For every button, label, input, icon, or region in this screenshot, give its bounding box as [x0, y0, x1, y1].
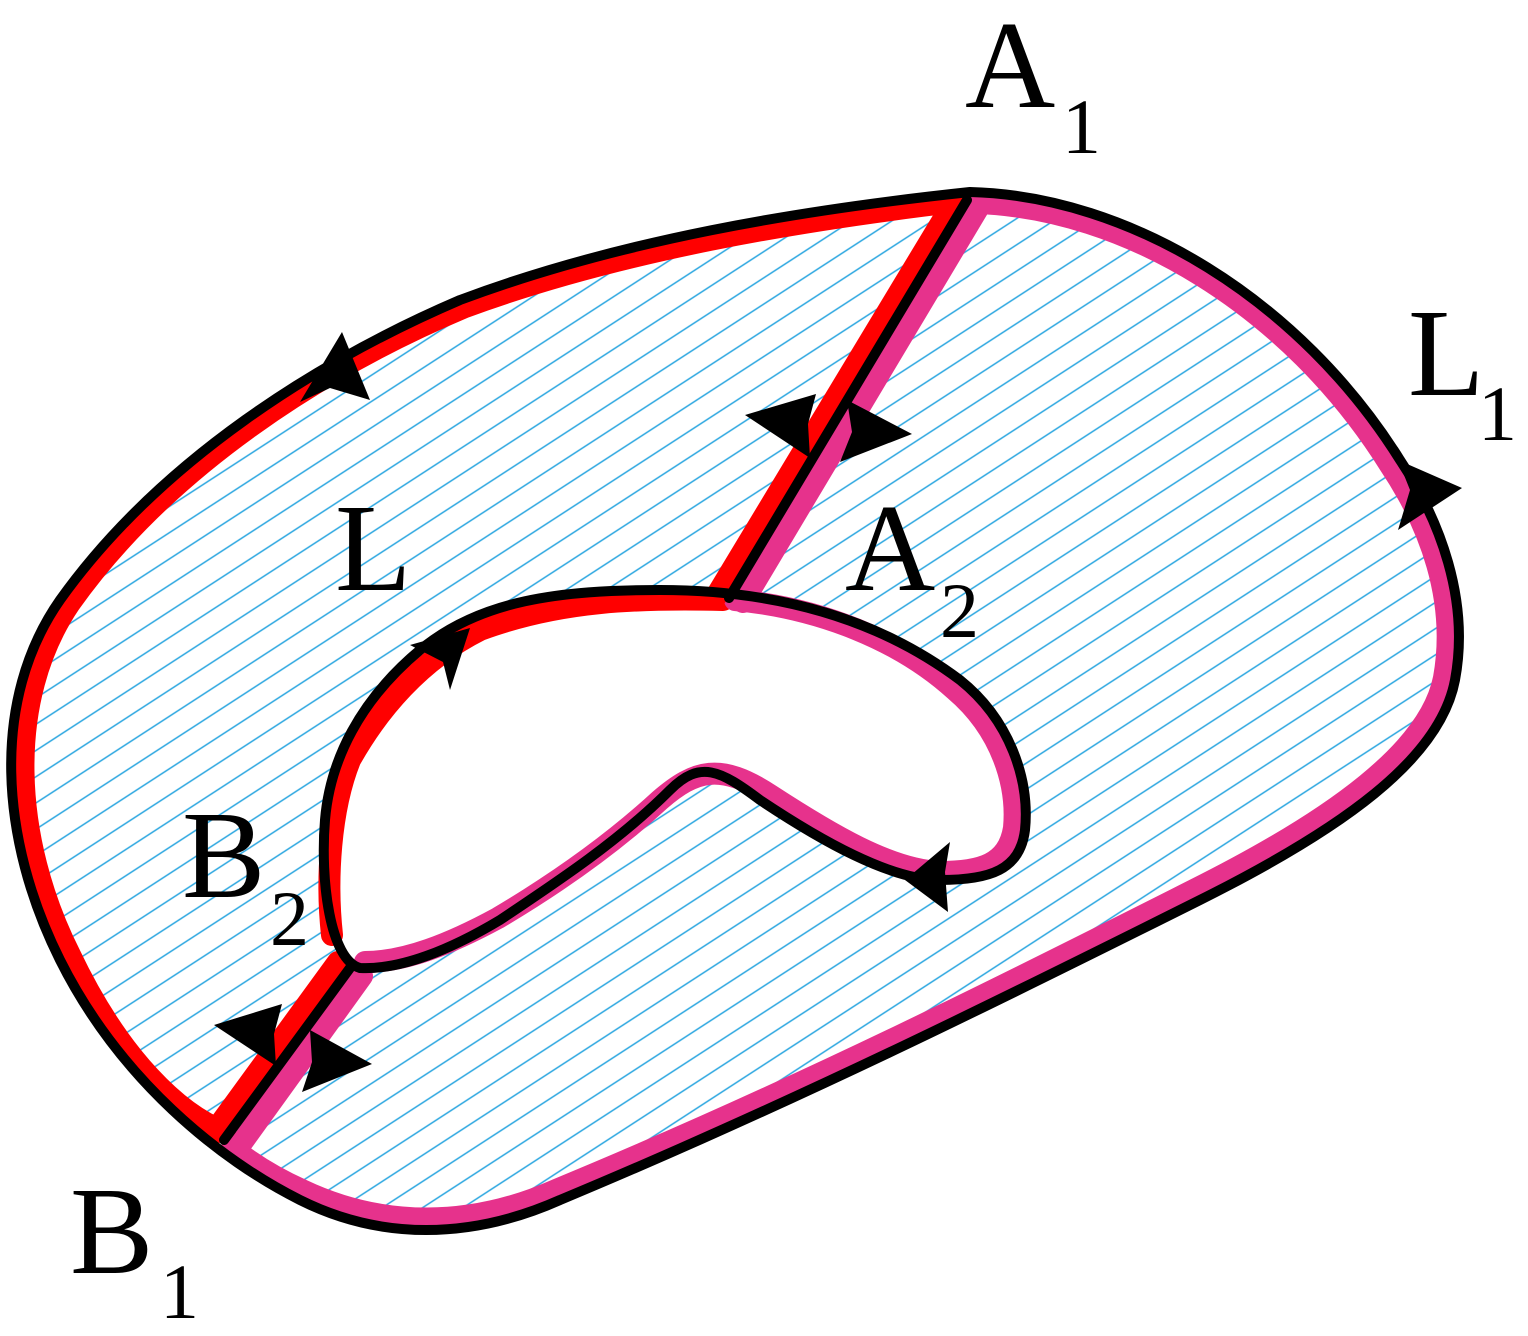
outer-edge-pink: [221, 192, 1459, 1230]
arrow-inner-right: [905, 842, 950, 912]
label-l1: L: [1408, 285, 1484, 423]
cut-a-red: [704, 189, 966, 609]
arrow-cut-a-up: [745, 394, 816, 458]
inner-boundary: [318, 585, 1031, 974]
label-l: L: [335, 480, 411, 618]
arrow-cut-b-up: [214, 1004, 282, 1066]
label-b1: B: [70, 1163, 153, 1301]
cut-line-a: [724, 195, 972, 603]
arrow-outer-right: [1398, 460, 1462, 530]
label-l1-sub: 1: [1478, 370, 1517, 457]
label-b1-sub: 1: [160, 1248, 199, 1335]
label-a1: A: [965, 0, 1055, 135]
arrow-outer-top: [300, 332, 370, 402]
arrow-cut-a-down: [840, 400, 912, 462]
arrow-cut-b-down: [302, 1030, 372, 1092]
outer-boundary: [6, 187, 1464, 1235]
arrow-inner-left: [410, 628, 470, 690]
label-a1-sub: 1: [1062, 83, 1101, 170]
cut-b-pink: [227, 965, 373, 1159]
outer-edge-red: [12, 190, 973, 1143]
label-b2: B: [182, 787, 265, 925]
label-a2: A: [845, 480, 935, 618]
label-a2-sub: 2: [940, 567, 979, 654]
cut-a-pink: [732, 194, 991, 613]
cut-line-b: [219, 963, 355, 1145]
cut-b-red: [201, 951, 349, 1146]
inner-edge-red: [318, 588, 734, 946]
label-b2-sub: 2: [270, 875, 309, 962]
